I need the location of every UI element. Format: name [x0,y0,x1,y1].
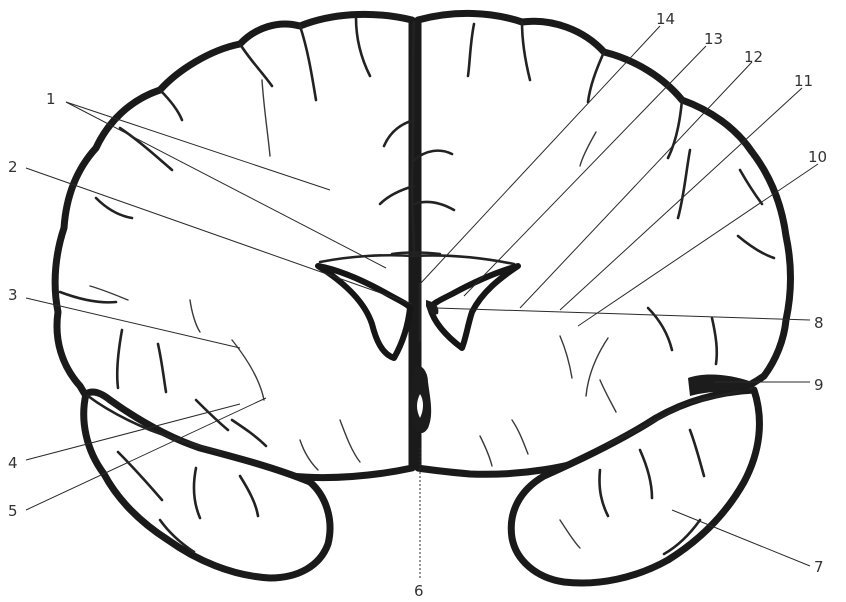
label-10: 10 [808,148,827,166]
label-11: 11 [794,72,813,90]
label-8: 8 [814,314,824,332]
label-3: 3 [8,286,18,304]
label-4: 4 [8,454,18,472]
label-7: 7 [814,558,824,576]
brain-section [55,13,790,583]
label-5: 5 [8,502,18,520]
label-9: 9 [814,376,824,394]
label-6: 6 [414,582,424,600]
label-14: 14 [656,10,675,28]
label-2: 2 [8,158,18,176]
label-13: 13 [704,30,723,48]
longitudinal-fissure [412,22,414,256]
label-12: 12 [744,48,763,66]
label-1: 1 [46,90,56,108]
